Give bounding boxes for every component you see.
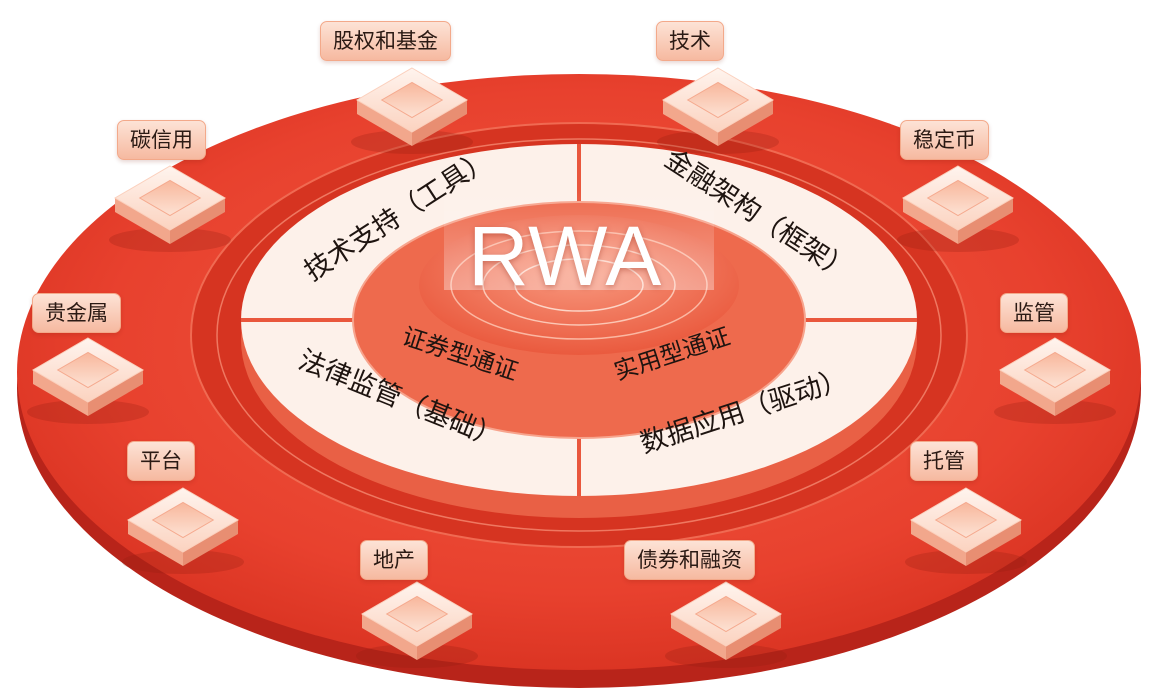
node-chip-platform: 平台 [127,441,195,481]
node-chip-bond: 债券和融资 [624,540,755,580]
node-chip-property: 地产 [360,540,428,580]
node-chip-regulation: 监管 [1000,293,1068,333]
inner-ring-line [216,138,942,532]
node-tile-equity [351,67,473,154]
node-tile-property [356,581,478,668]
node-tile-reg [994,337,1116,424]
node-tiles [27,67,1116,668]
node-chip-custody: 托管 [910,441,978,481]
node-chip-tech: 技术 [656,21,724,61]
node-tile-custody [905,487,1027,574]
node-chip-carbon: 碳信用 [117,120,206,160]
node-tile-platform [122,487,244,574]
node-tile-bond [665,581,787,668]
hub-title: RWA [468,209,663,303]
node-chip-equity: 股权和基金 [320,21,451,61]
node-tile-stable [897,165,1019,252]
node-chip-stablecoin: 稳定币 [900,120,989,160]
node-tile-metal [27,337,149,424]
node-chip-precious-metal: 贵金属 [32,293,121,333]
node-tile-tech [657,67,779,154]
hub-light-beam [444,190,714,290]
node-tile-carbon [109,165,231,252]
